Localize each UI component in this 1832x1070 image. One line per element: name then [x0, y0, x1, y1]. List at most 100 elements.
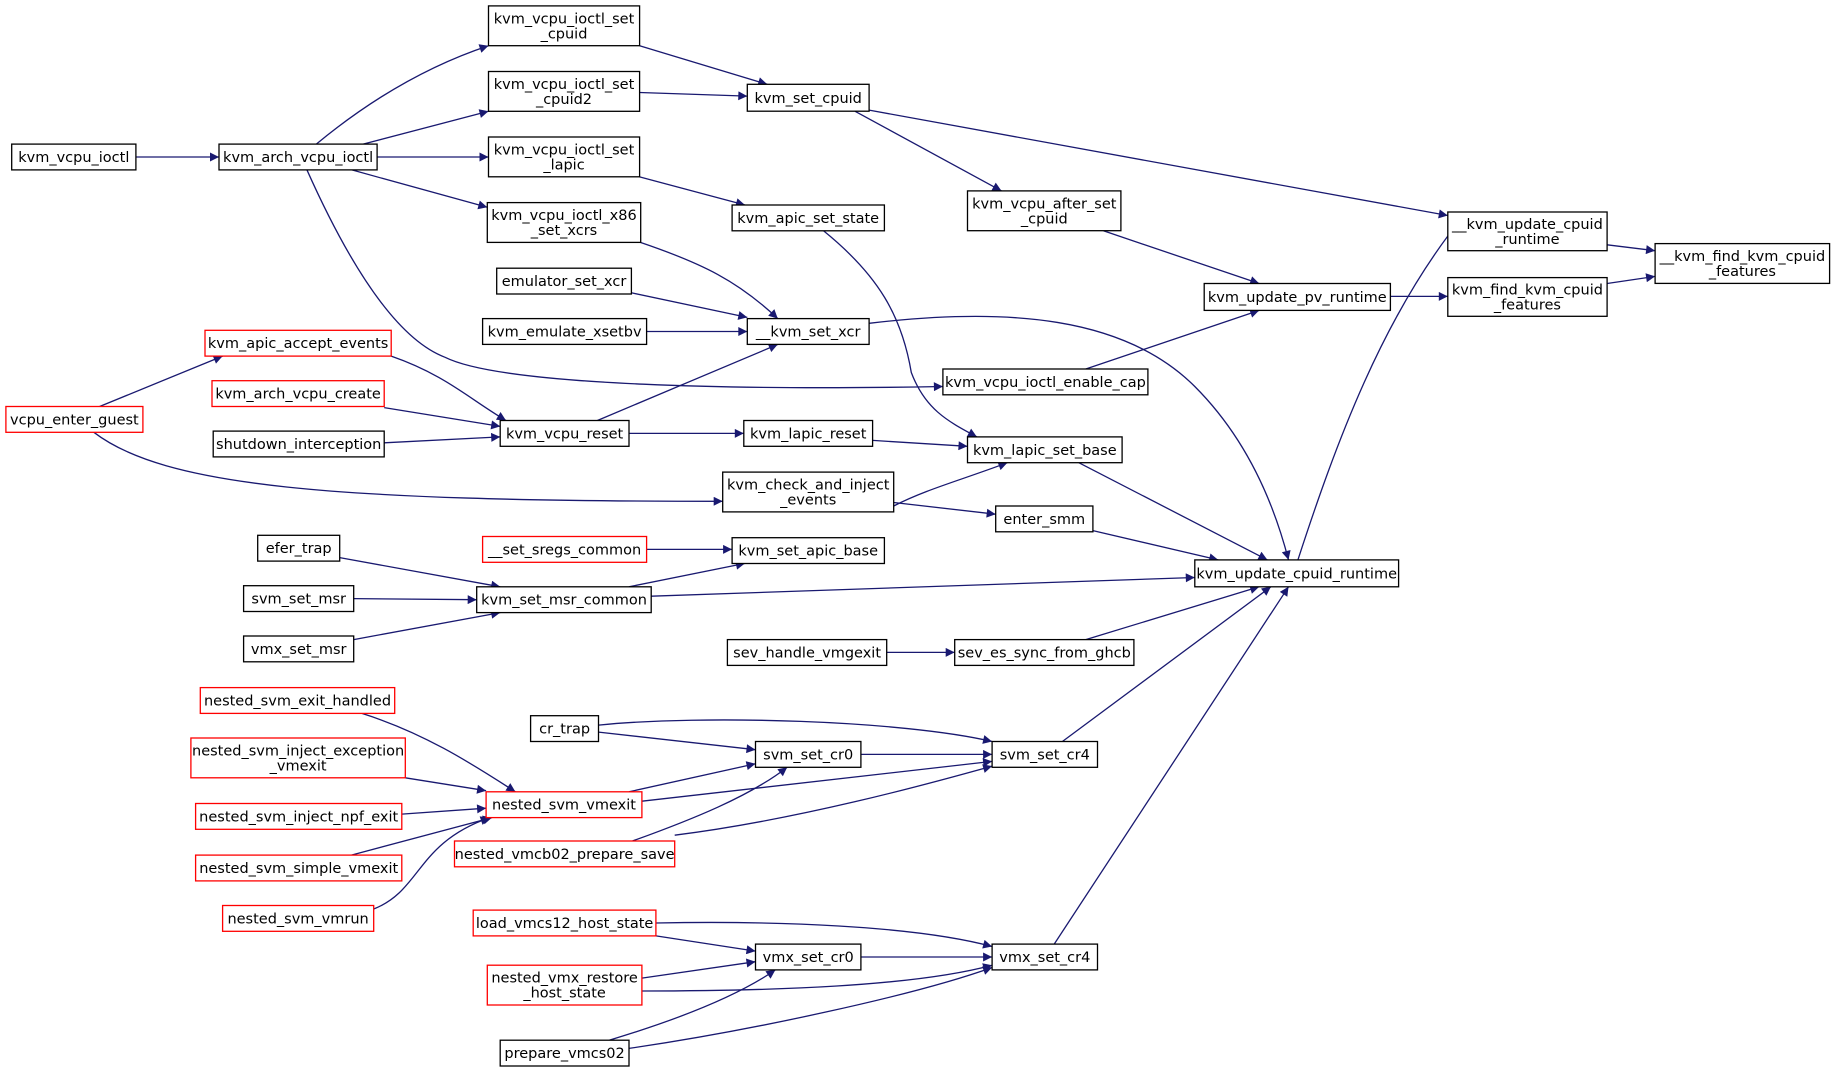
node-label: vmx_set_msr [251, 642, 347, 658]
node-label: _set_xcrs [530, 223, 597, 239]
node-box [476, 586, 652, 614]
node-nested-vmx-restore-host-state[interactable]: nested_vmx_restore_host_state [486, 964, 643, 1006]
node-kvm-vcpu-ioctl-set-cpuid2[interactable]: kvm_vcpu_ioctl_set_cpuid2 [487, 70, 641, 112]
node-box [731, 204, 886, 232]
edge-svm-set-cr4-to-kvm-update-cpuid-runtime [1062, 586, 1272, 743]
node-prepare-vmcs02[interactable]: prepare_vmcs02 [499, 1039, 630, 1067]
node-kvm-arch-vcpu-create[interactable]: kvm_arch_vcpu_create [211, 380, 385, 408]
node-label: svm_set_msr [251, 592, 346, 608]
node-vmx-set-cr4[interactable]: vmx_set_cr4 [991, 943, 1099, 971]
node-nested-svm-inject-npf-exit[interactable]: nested_svm_inject_npf_exit [194, 802, 403, 830]
node-label: __kvm_set_xcr [755, 325, 861, 341]
node-label: kvm_vcpu_ioctl_set [494, 143, 635, 159]
node-load-vmcs12-host-state[interactable]: load_vmcs12_host_state [472, 909, 657, 937]
node-kvm-set-msr-common[interactable]: kvm_set_msr_common [476, 586, 652, 614]
edge-kvm-vcpu-ioctl-set-cpuid-to-kvm-set-cpuid [639, 45, 768, 87]
node-kvm-lapic-set-base[interactable]: kvm_lapic_set_base [966, 436, 1123, 464]
node-box [746, 83, 870, 112]
edge-kvm-set-cpuid-to-kvm-vcpu-after-set-cpuid [854, 110, 1002, 192]
node-box [199, 686, 396, 715]
edge-kvm-find-kvm-cpuid-features-to-find-kvm-cpuid-features-internal [1607, 273, 1656, 285]
node-vcpu-enter-guest[interactable]: vcpu_enter_guest [5, 405, 144, 433]
node-box [481, 317, 648, 346]
edge-prepare-vmcs02-to-vmx-set-cr4 [628, 966, 993, 1050]
node-nested-svm-simple-vmexit[interactable]: nested_svm_simple_vmexit [194, 854, 403, 882]
node-cr-trap[interactable]: cr_trap [529, 715, 600, 743]
node-emulator-set-xcr[interactable]: emulator_set_xcr [496, 267, 633, 295]
edge-kvm-apic-set-state-to-kvm-lapic-set-base [823, 230, 978, 438]
node-vmx-set-msr[interactable]: vmx_set_msr [242, 635, 355, 663]
node-kvm-find-kvm-cpuid-features[interactable]: kvm_find_kvm_cpuid_features [1447, 276, 1608, 317]
node-kvm-update-pv-runtime[interactable]: kvm_update_pv_runtime [1203, 282, 1392, 312]
node-kvm-set-apic-base[interactable]: kvm_set_apic_base [731, 537, 886, 565]
node-vmx-set-cr0[interactable]: vmx_set_cr0 [754, 943, 862, 971]
edge-kvm-vcpu-ioctl-set-lapic-to-kvm-apic-set-state [639, 176, 746, 208]
edge-kvm-arch-vcpu-create-to-kvm-vcpu-reset [384, 406, 501, 430]
edge-kvm-set-msr-common-to-kvm-set-apic-base [628, 560, 746, 588]
node-nested-svm-exit-handled[interactable]: nested_svm_exit_handled [199, 686, 396, 715]
node-kvm-vcpu-after-set-cpuid[interactable]: kvm_vcpu_after_set_cpuid [966, 190, 1122, 232]
node-kvm-set-cpuid[interactable]: kvm_set_cpuid [746, 83, 870, 112]
node-label: sev_es_sync_from_ghcb [958, 645, 1131, 661]
edge-nested-vmcb02-prepare-save-to-svm-set-cr0 [632, 766, 788, 842]
edge-nested-svm-vmrun-to-nested-svm-vmexit [373, 816, 490, 910]
node-label: kvm_vcpu_ioctl_set [494, 11, 635, 27]
node-nested-svm-vmrun[interactable]: nested_svm_vmrun [221, 904, 375, 932]
node-kvm-vcpu-ioctl-x86-set-xcrs[interactable]: kvm_vcpu_ioctl_x86_set_xcrs [486, 201, 642, 244]
node-find-kvm-cpuid-features-internal[interactable]: __kvm_find_kvm_cpuid_features [1654, 242, 1831, 285]
node-label: __set_sregs_common [487, 542, 641, 558]
node-kvm-emulate-xsetbv[interactable]: kvm_emulate_xsetbv [481, 317, 648, 346]
edge-kvm-arch-vcpu-ioctl-to-kvm-vcpu-ioctl-set-cpuid [315, 44, 489, 145]
edges-layer [93, 44, 1656, 1050]
node-box [954, 638, 1135, 667]
node-efer-trap[interactable]: efer_trap [257, 534, 341, 562]
node-label: _events [779, 493, 836, 509]
node-box [496, 267, 633, 295]
node-svm-set-cr0[interactable]: svm_set_cr0 [754, 740, 862, 768]
node-label: vcpu_enter_guest [10, 412, 139, 428]
node-nested-svm-inject-exception-vmexit[interactable]: nested_svm_inject_exception_vmexit [190, 737, 406, 779]
node-label: enter_smm [1003, 512, 1085, 528]
node-kvm-apic-accept-events[interactable]: kvm_apic_accept_events [204, 329, 392, 357]
node-nested-vmcb02-prepare-save[interactable]: nested_vmcb02_prepare_save [453, 840, 676, 868]
node-label: _runtime [1494, 232, 1559, 248]
node-set-sregs-common[interactable]: __set_sregs_common [481, 535, 648, 563]
node-box [212, 430, 385, 458]
node-sev-es-sync-from-ghcb[interactable]: sev_es_sync_from_ghcb [954, 638, 1135, 667]
node-box [487, 136, 641, 178]
node-label: _lapic [542, 158, 584, 174]
node-kvm-lapic-reset[interactable]: kvm_lapic_reset [743, 419, 874, 447]
edge-emulator-set-xcr-to-kvm-set-xcr-internal [631, 292, 748, 320]
node-svm-set-cr4[interactable]: svm_set_cr4 [991, 740, 1099, 768]
node-box [1654, 242, 1831, 285]
node-svm-set-msr[interactable]: svm_set_msr [242, 585, 355, 613]
node-kvm-update-cpuid-runtime[interactable]: kvm_update_cpuid_runtime [1194, 559, 1400, 588]
edge-kvm-update-cpuid-runtime-internal-to-find-kvm-cpuid-features-internal [1607, 244, 1656, 255]
node-kvm-vcpu-reset[interactable]: kvm_vcpu_reset [499, 419, 630, 447]
node-kvm-arch-vcpu-ioctl[interactable]: kvm_arch_vcpu_ioctl [218, 143, 378, 171]
node-nested-svm-vmexit[interactable]: nested_svm_vmexit [485, 791, 643, 819]
node-kvm-apic-set-state[interactable]: kvm_apic_set_state [731, 204, 886, 232]
node-enter-smm[interactable]: enter_smm [995, 505, 1094, 533]
node-label: kvm_emulate_xsetbv [488, 325, 642, 341]
node-kvm-vcpu-ioctl-set-cpuid[interactable]: kvm_vcpu_ioctl_set_cpuid [487, 5, 641, 47]
node-label: kvm_vcpu_ioctl_enable_cap [945, 375, 1146, 391]
node-shutdown-interception[interactable]: shutdown_interception [212, 430, 385, 458]
edge-kvm-lapic-set-base-to-kvm-update-cpuid-runtime [1078, 462, 1268, 561]
edge-kvm-check-and-inject-events-to-enter-smm [893, 501, 996, 518]
edge-prepare-vmcs02-to-vmx-set-cr0 [608, 969, 776, 1041]
node-label: _cpuid [540, 26, 588, 42]
node-kvm-update-cpuid-runtime-internal[interactable]: __kvm_update_cpuid_runtime [1447, 211, 1608, 252]
node-kvm-set-xcr-internal[interactable]: __kvm_set_xcr [746, 317, 870, 346]
node-kvm-check-and-inject-events[interactable]: kvm_check_and_inject_events [722, 471, 895, 513]
node-label: kvm_lapic_set_base [973, 443, 1117, 459]
edge-kvm-lapic-reset-to-kvm-lapic-set-base [872, 439, 968, 451]
node-kvm-vcpu-ioctl[interactable]: kvm_vcpu_ioctl [11, 143, 137, 171]
node-label: kvm_apic_set_state [737, 211, 879, 227]
node-kvm-vcpu-ioctl-enable-cap[interactable]: kvm_vcpu_ioctl_enable_cap [942, 368, 1149, 396]
node-label: kvm_apic_accept_events [208, 336, 388, 352]
node-kvm-vcpu-ioctl-set-lapic[interactable]: kvm_vcpu_ioctl_set_lapic [487, 136, 641, 178]
edge-nested-vmx-restore-host-state-to-vmx-set-cr0 [641, 958, 756, 979]
node-sev-handle-vmgexit[interactable]: sev_handle_vmgexit [726, 638, 888, 667]
